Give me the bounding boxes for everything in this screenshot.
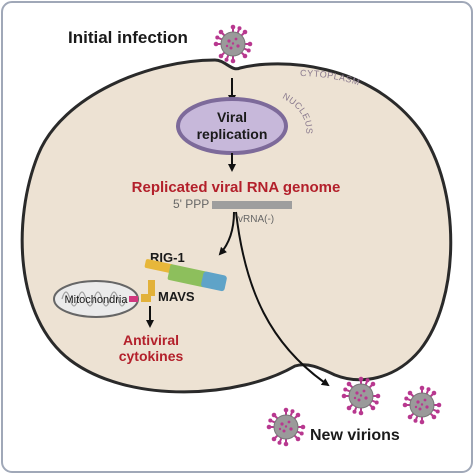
rig1-label: RIG-1 [150, 250, 185, 265]
viral-replication-label-1: Viral [217, 109, 247, 125]
new-virions-label: New virions [310, 427, 400, 444]
rig1-arrow [218, 211, 235, 256]
vrna-bar [212, 201, 292, 209]
antiviral-label-2: cytokines [119, 348, 184, 364]
rig1-receptor [144, 259, 227, 292]
mitochondria-label: Mitochondria [65, 294, 129, 306]
replicated-genome-label: Replicated viral RNA genome [132, 179, 341, 196]
mavs-bottom [141, 294, 151, 302]
new-virion-icon-1 [340, 375, 382, 417]
virion-release-arrow [235, 211, 330, 387]
mitochondria [53, 280, 139, 318]
incoming-virus-icon [212, 23, 254, 65]
new-virion-icon-3 [265, 406, 307, 448]
mavs-anchor [129, 296, 138, 302]
mavs-label: MAVS [158, 289, 195, 304]
antiviral-label-1: Antiviral [123, 332, 179, 348]
mavs-top [148, 280, 155, 296]
viral-replication-label-2: replication [197, 126, 268, 142]
new-virion-icon-2 [401, 384, 443, 426]
five-prime-label: 5' PPP [173, 197, 209, 211]
initial-infection-label: Initial infection [68, 28, 188, 47]
vrna-label: vRNA(-) [238, 214, 274, 225]
